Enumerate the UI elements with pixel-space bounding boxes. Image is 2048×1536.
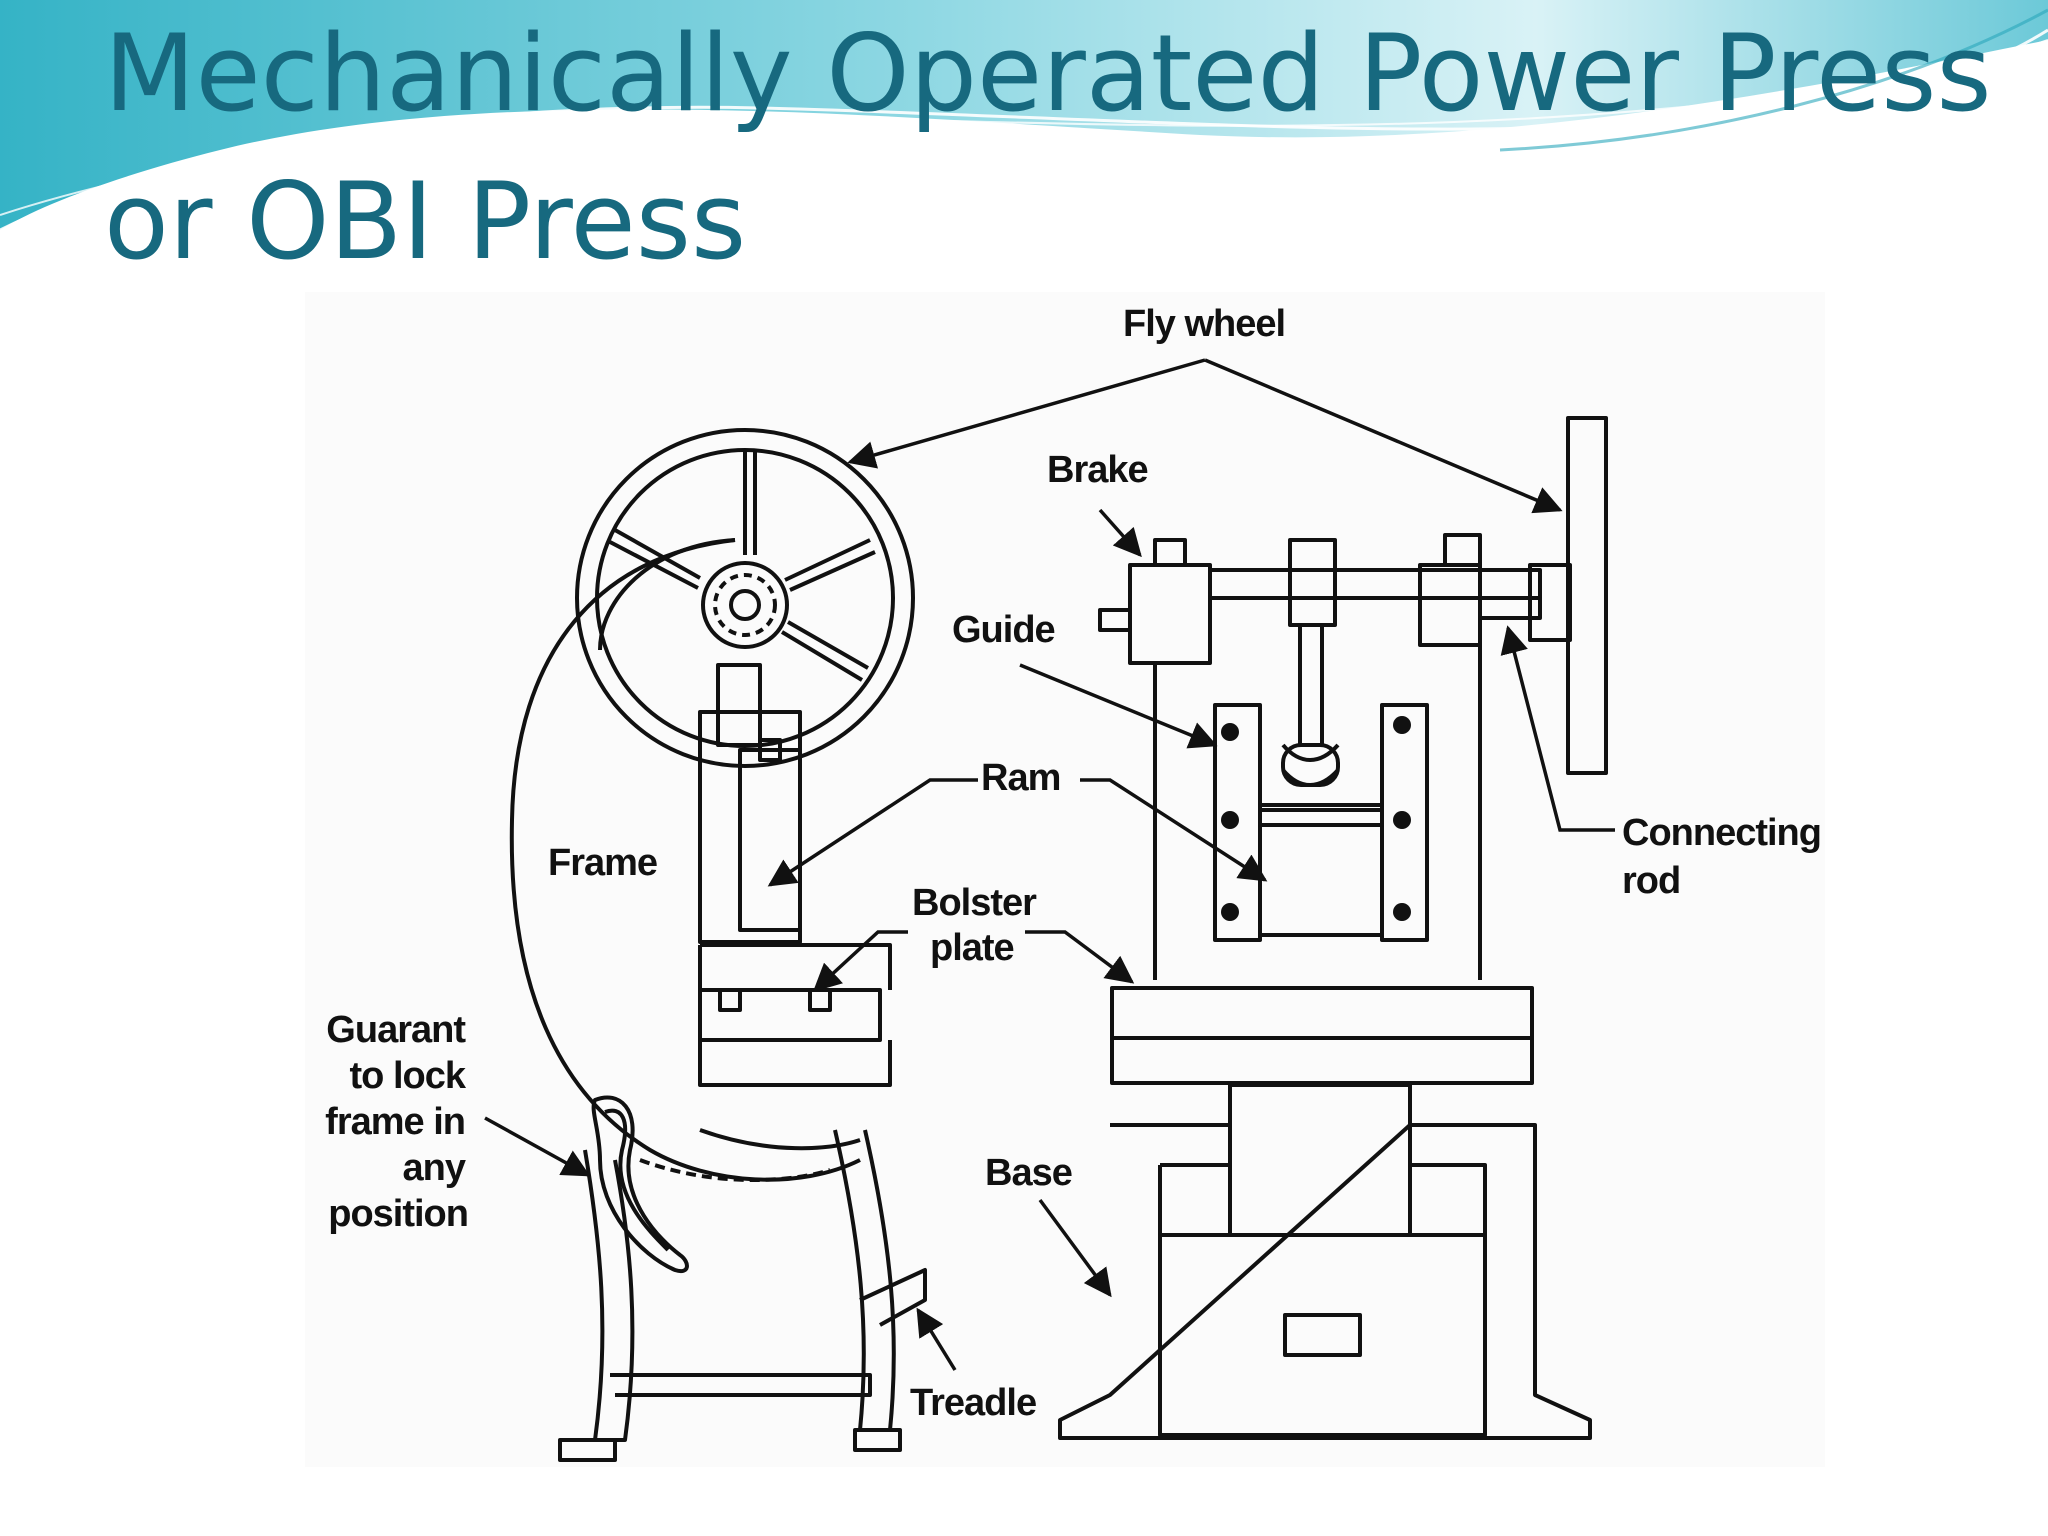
guide-bolts [1221, 716, 1411, 921]
header-wave-decoration [0, 0, 2048, 232]
label-connecting-line2: rod [1622, 860, 1680, 902]
flywheel-side [575, 428, 915, 768]
label-frame: Frame [548, 842, 657, 884]
c-frame [509, 538, 892, 1182]
label-brake: Brake [1047, 449, 1148, 491]
leader-bolster-right [1025, 930, 1135, 984]
front-press [1058, 416, 1608, 1440]
label-connecting-line1: Connecting [1622, 812, 1821, 854]
label-bolster-line2: plate [930, 927, 1014, 969]
label-fly-wheel: Fly wheel [1123, 303, 1285, 345]
label-guarant-line5: position [328, 1193, 468, 1235]
leader-bolster-left [812, 930, 908, 992]
stand-and-treadle [558, 1129, 927, 1462]
label-ram: Ram [981, 757, 1060, 799]
leader-ram-left [767, 778, 978, 887]
label-base: Base [985, 1152, 1072, 1194]
label-guide: Guide [952, 609, 1055, 651]
label-guarant-line4: any [403, 1147, 466, 1189]
label-guarant-line2: to lock [350, 1055, 467, 1097]
guarant-lock [591, 1095, 689, 1274]
label-guarant-line3: frame in [325, 1101, 465, 1143]
label-guarant-line1: Guarant [326, 1009, 466, 1051]
diagram-background [305, 292, 1825, 1467]
leader-guarant [484, 1116, 591, 1177]
label-treadle: Treadle [910, 1382, 1036, 1424]
leader-flywheel-right [1204, 358, 1563, 514]
slide-title-line-2: or OBI Press [104, 160, 747, 283]
leader-ram-right [1080, 778, 1268, 882]
label-bolster-line1: Bolster [912, 882, 1037, 924]
leader-base [1038, 1198, 1112, 1298]
leader-treadle [916, 1307, 957, 1371]
slide-title-line-1: Mechanically Operated Power Press [104, 12, 1992, 135]
leader-connecting-rod [1500, 625, 1615, 832]
leader-flywheel-left [847, 358, 1206, 469]
leader-brake [1098, 508, 1142, 558]
slide-title: Mechanically Operated Power Press or OBI… [104, 0, 2034, 296]
leader-guide [1019, 663, 1218, 749]
